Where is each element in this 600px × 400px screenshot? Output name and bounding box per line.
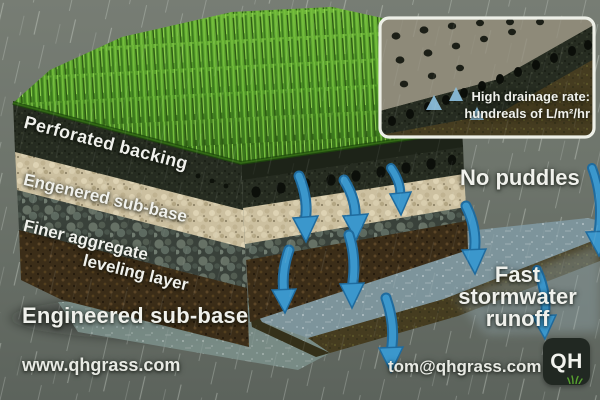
callout-fast-line3: runoff <box>485 306 550 331</box>
website-text: www.qhgrass.com <box>22 355 181 375</box>
callout-fast-stormwater-runoff: Fast stormwater runoff <box>435 264 600 330</box>
grass-tuft-icon <box>567 375 583 384</box>
qh-logo-text: QH <box>550 349 583 373</box>
inset-caption-line2: hundreals of L/m²/hr <box>464 106 590 121</box>
callout-fast-line2: stormwater <box>458 284 577 309</box>
callout-fast-line1: Fast <box>494 262 541 287</box>
email-text: tom@qhgrass.com <box>388 357 542 376</box>
inset-caption: High drainage rate: hundreals of L/m²/hr <box>428 88 590 122</box>
qh-logo: QH <box>543 338 590 385</box>
label-engineered-subbase: Engineered sub-base <box>22 303 249 328</box>
inset-caption-line1: High drainage rate: <box>471 89 590 104</box>
callout-no-puddles: No puddles <box>460 165 580 190</box>
